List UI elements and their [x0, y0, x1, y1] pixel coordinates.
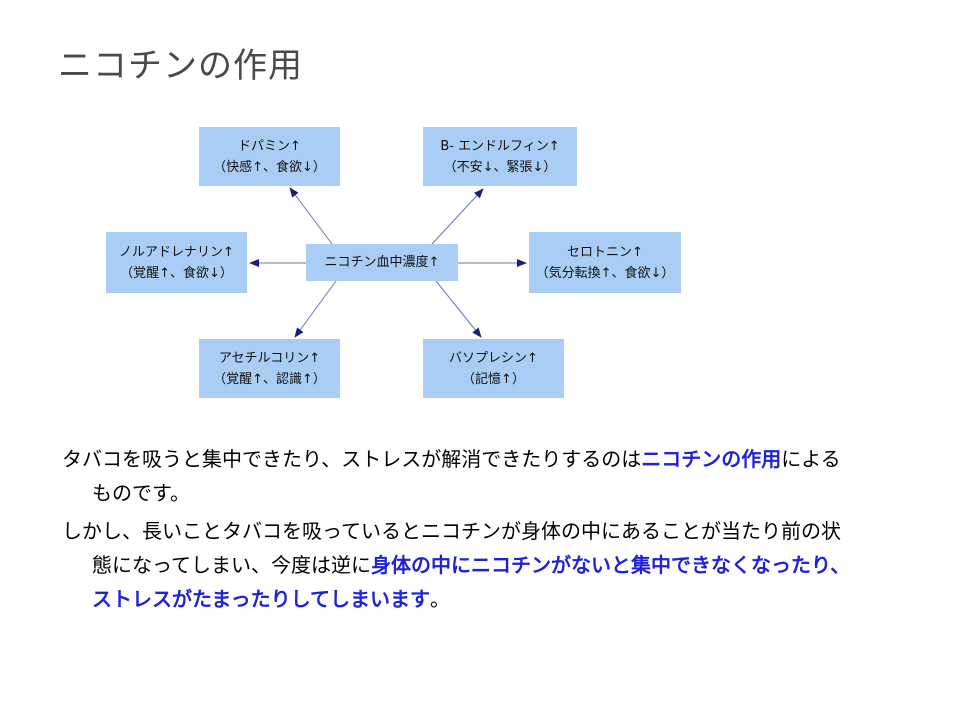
paragraph-text: 。 — [430, 587, 450, 611]
node-name: セロトニン↑ — [567, 244, 643, 260]
node-effect: （気分転換↑、食欲↓） — [535, 265, 675, 281]
node-name: ドパミン↑ — [238, 138, 301, 154]
node-acetylcholine: アセチルコリン↑ （覚醒↑、認識↑） — [199, 339, 340, 398]
page-title: ニコチンの作用 — [58, 46, 303, 86]
node-name: バソプレシン↑ — [449, 350, 538, 366]
node-dopamine: ドパミン↑ （快感↑、食欲↓） — [199, 127, 340, 186]
node-effect: （覚醒↑、食欲↓） — [120, 265, 233, 281]
arrow-to-acetylcholine — [294, 280, 337, 338]
explanation-text: タバコを吸うと集中できたり、ストレスが解消できたりするのはニコチンの作用によるも… — [62, 442, 852, 620]
highlighted-text: 身体の中にニコチンがないと集中できなくなったり、ストレスがたまったりしてしまいま… — [92, 553, 851, 611]
node-effect: （不安↓、緊張↓） — [443, 159, 557, 175]
node-serotonin: セロトニン↑ （気分転換↑、食欲↓） — [529, 232, 681, 293]
node-endorphin: B- エンドルフィン↑ （不安↓、緊張↓） — [423, 127, 577, 186]
paragraph-text: タバコを吸うと集中できたり、ストレスが解消できたりするのは — [62, 447, 642, 471]
node-effect: （快感↑、食欲↓） — [213, 159, 326, 175]
arrow-to-dopamine — [289, 187, 333, 245]
node-name: アセチルコリン↑ — [218, 350, 321, 366]
highlighted-text: ニコチンの作用 — [641, 447, 782, 471]
arrow-to-endorphin — [431, 188, 484, 245]
arrow-to-vasopressin — [435, 280, 482, 338]
paragraph-1: タバコを吸うと集中できたり、ストレスが解消できたりするのはニコチンの作用によるも… — [62, 442, 852, 510]
node-noradrenaline: ノルアドレナリン↑ （覚醒↑、食欲↓） — [106, 232, 247, 293]
node-name: B- エンドルフィン↑ — [440, 138, 560, 154]
center-node-label: ニコチン血中濃度↑ — [324, 255, 440, 270]
paragraph-text: しかし、長いことタバコを吸っているとニコチンが身体の中にあることが当たり前の状態… — [62, 519, 841, 577]
paragraph-2: しかし、長いことタバコを吸っているとニコチンが身体の中にあることが当たり前の状態… — [62, 514, 852, 616]
paragraph-text: によるものです。 — [92, 447, 841, 505]
node-name: ノルアドレナリン↑ — [119, 244, 234, 260]
nicotine-effects-diagram — [249, 187, 527, 338]
node-effect: （覚醒↑、認識↑） — [213, 371, 326, 387]
node-vasopressin: バソプレシン↑ （記憶↑） — [423, 339, 564, 398]
node-effect: （記憶↑） — [462, 371, 525, 387]
center-node-nicotine: ニコチン血中濃度↑ — [306, 244, 458, 281]
